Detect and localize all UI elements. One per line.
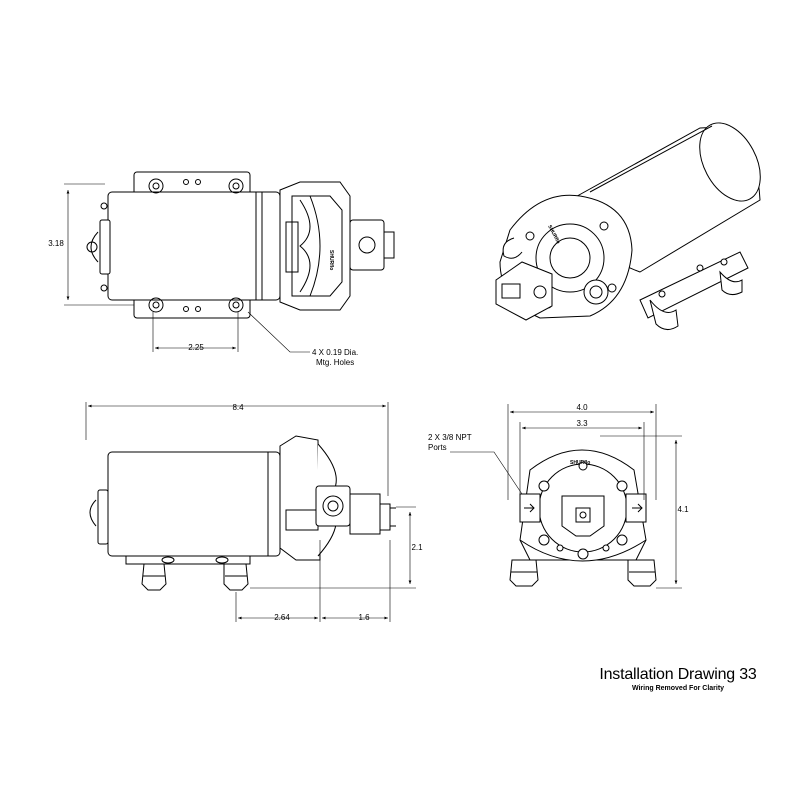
side-view [89, 435, 396, 591]
hole-note-line2: Mtg. Holes [316, 358, 354, 367]
side-motor [107, 451, 281, 557]
side-view-dims [85, 402, 416, 622]
side-foot-to-port-dim: 2.64 [274, 613, 290, 622]
end-foot-left [509, 559, 539, 587]
side-base-rail [125, 555, 251, 565]
port-note-line1: 2 X 3/8 NPT [428, 433, 472, 442]
end-view: SHURflo [509, 449, 657, 587]
side-pump-head [279, 435, 321, 561]
top-hole-spacing-dim: 2.25 [188, 343, 204, 352]
hole-note-line1: 4 X 0.19 Dia. [312, 348, 358, 357]
top-view-dims [64, 183, 310, 353]
end-foot-width-dim: 3.3 [576, 419, 588, 428]
end-view-dims [450, 404, 682, 589]
drawing-subtitle: Wiring Removed For Clarity [631, 685, 725, 692]
brand-label: SHURflo [328, 250, 334, 270]
end-width-dim: 4.0 [576, 403, 588, 412]
drawing-title: Installation Drawing 33 [599, 666, 757, 683]
title-block: Installation Drawing 33 Wiring Removed F… [560, 666, 796, 692]
iso-base-rail [639, 251, 749, 319]
side-valve [349, 493, 381, 535]
top-height-dim: 3.18 [48, 239, 64, 248]
end-screws [538, 461, 628, 560]
end-brand-label: SHURflo [570, 460, 590, 466]
side-port-to-end-dim: 1.6 [358, 613, 370, 622]
end-height-dim: 4.1 [677, 505, 689, 514]
top-view: SHURflo [86, 171, 395, 319]
iso-valve [495, 261, 553, 321]
mounting-holes [148, 178, 244, 313]
isometric-view: SHURflo [495, 122, 761, 330]
pump-head [279, 181, 351, 311]
side-foot-left [141, 563, 167, 591]
end-foot-right [627, 559, 657, 587]
side-foot-right [223, 563, 249, 591]
port-note-line2: Ports [428, 443, 447, 452]
side-length-dim: 8.4 [232, 403, 244, 412]
valve-housing [349, 219, 385, 271]
side-port-height-dim: 2.1 [411, 543, 423, 552]
motor-body [107, 191, 281, 301]
